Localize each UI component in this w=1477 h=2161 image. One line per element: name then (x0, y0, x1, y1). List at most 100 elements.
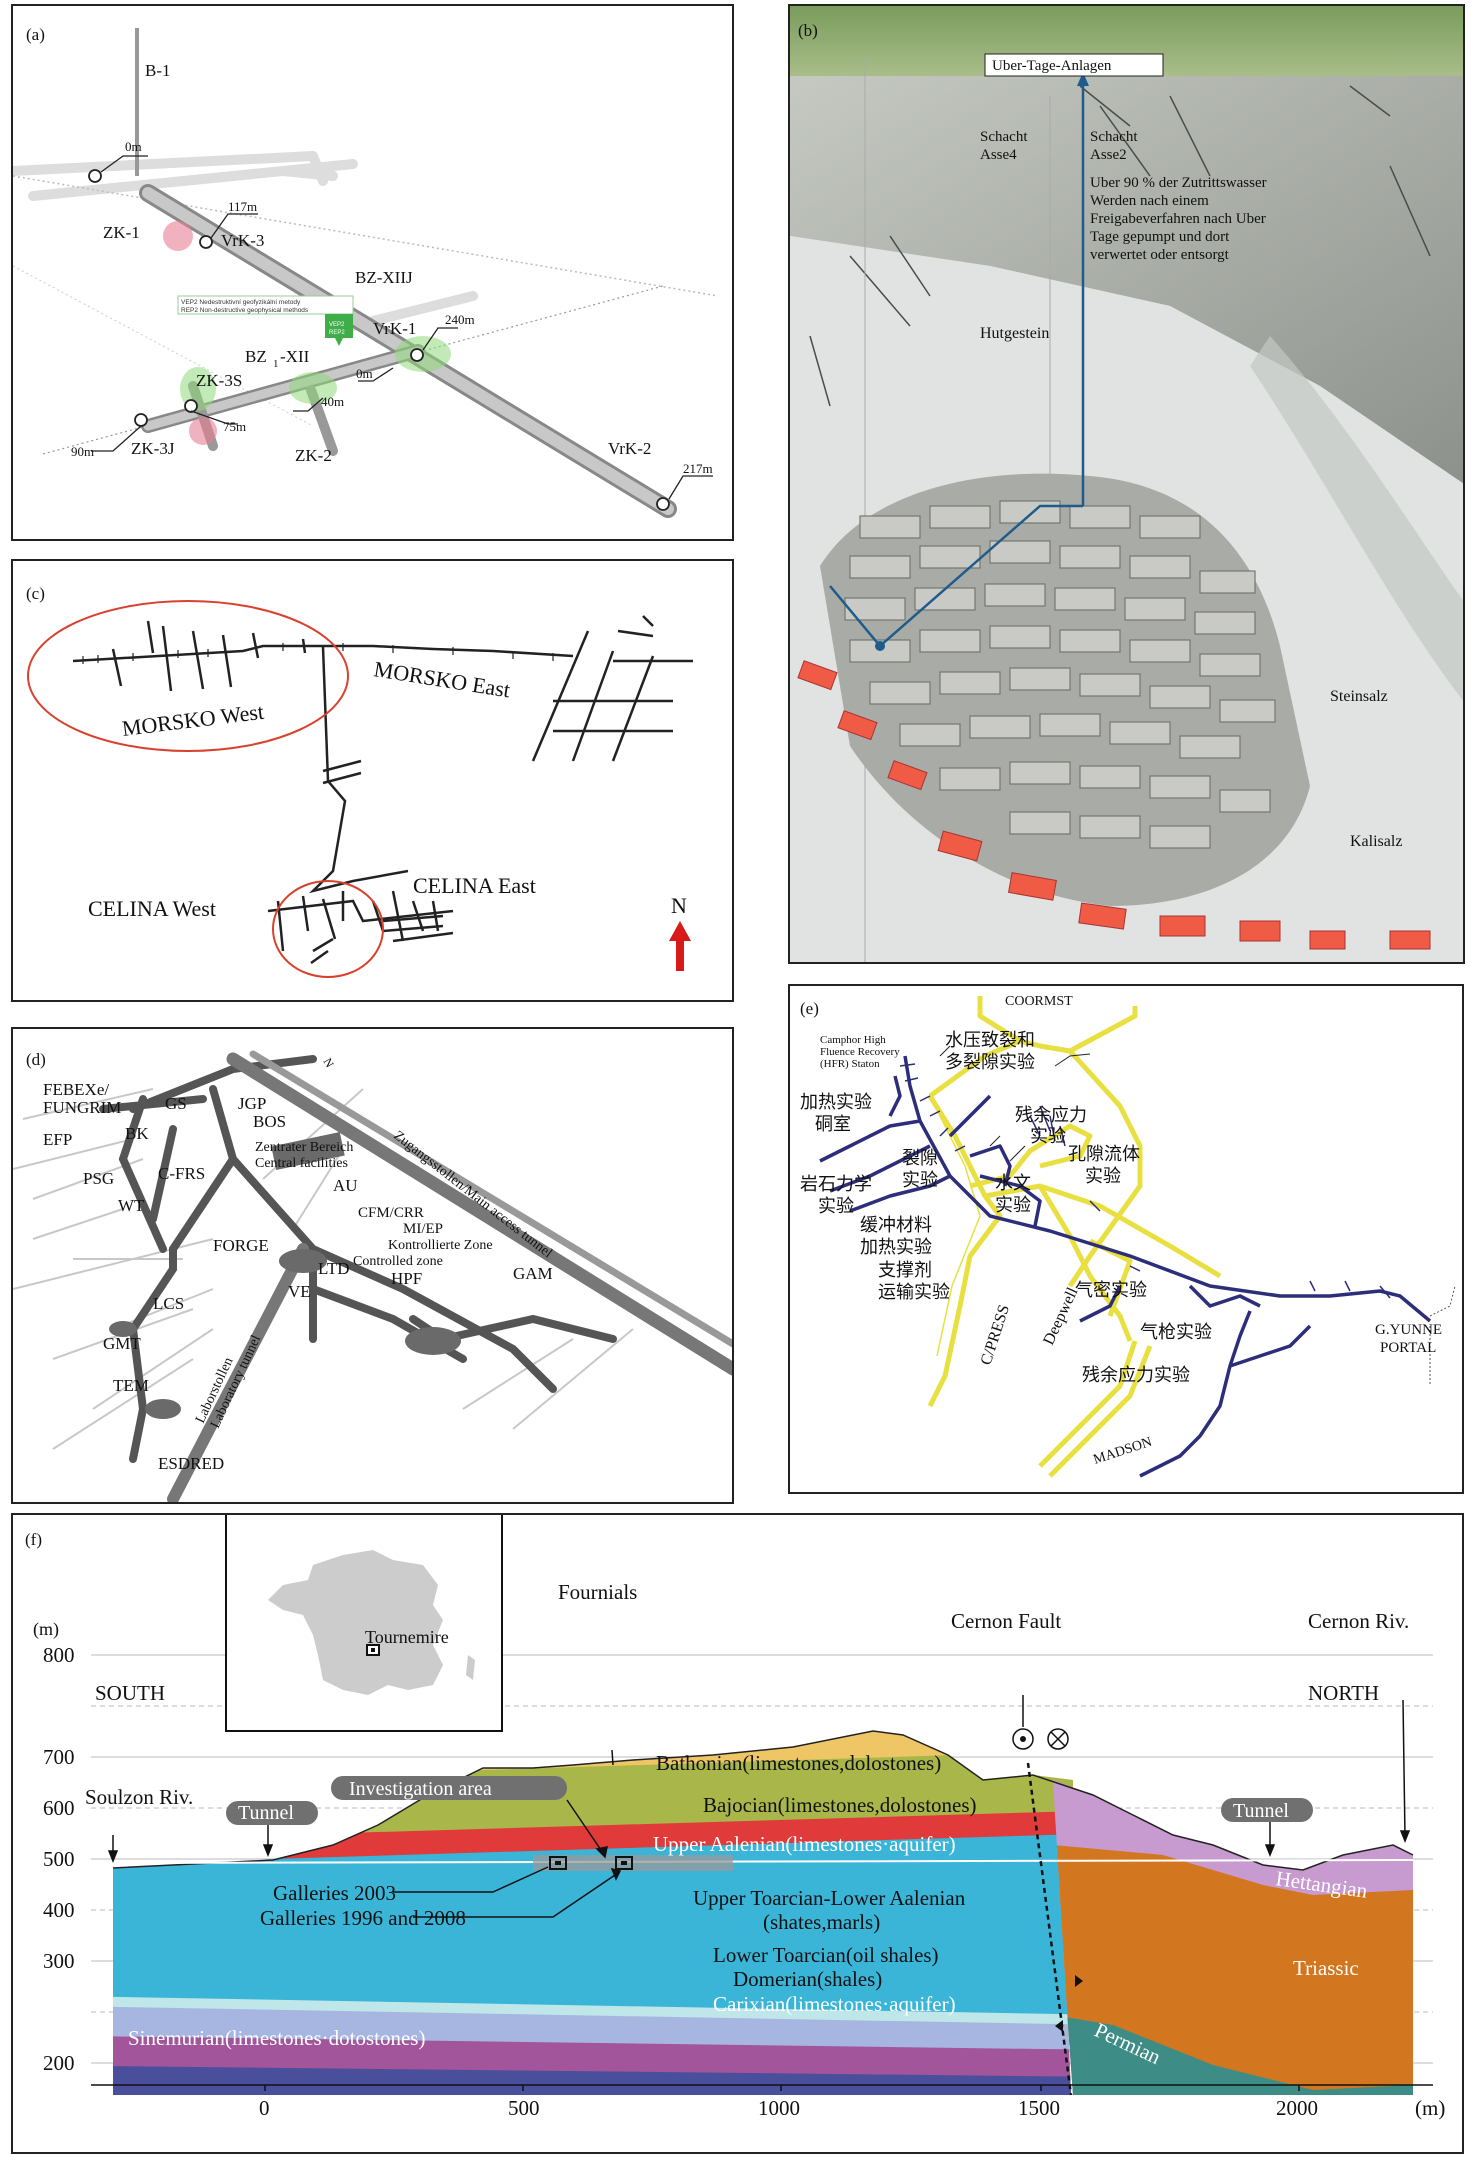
y-tick-500: 500 (43, 1847, 75, 1871)
label-zk2: ZK-2 (295, 446, 332, 465)
arrow-up-icon (1077, 72, 1089, 86)
label-lower-toarcian: Lower Toarcian(oil shales) (713, 1943, 939, 1967)
label-217m: 217m (683, 461, 713, 476)
label-hfr-2: Fluence Recovery (820, 1046, 900, 1058)
label-pore-2: 实验 (1085, 1166, 1121, 1186)
mine-tunnels (72, 615, 693, 965)
label-gmt: GMT (103, 1334, 141, 1353)
panel-d: (d) FEBEXe/ FUNGRIM GS JGP BOS EFP BK PS… (11, 1027, 734, 1504)
panel-b-letter: (b) (798, 21, 818, 40)
label-steinsalz: Steinsalz (1330, 688, 1388, 705)
tunnel-pill-left (226, 1801, 318, 1825)
tunnel-line (112, 1859, 1414, 1864)
blue-tunnels (819, 1055, 1432, 1478)
label-water-1: 水文 (995, 1173, 1031, 1193)
label-jgp: JGP (238, 1094, 266, 1113)
label-hfr-3: (HFR) Staton (820, 1058, 880, 1070)
label-north: NORTH (1308, 1681, 1379, 1705)
label-bz1: BZ (245, 347, 267, 366)
panel-e-letter: (e) (800, 999, 819, 1018)
label-hydro-2: 多裂隙实验 (945, 1052, 1035, 1072)
y-unit: (m) (33, 1619, 59, 1640)
label-morsko-west: MORSKO West (121, 699, 266, 741)
label-gs: GS (165, 1094, 187, 1113)
label-zk3j: ZK-3J (131, 439, 175, 458)
label-vrk3: VrK-3 (221, 231, 264, 250)
label-efp: EFP (43, 1130, 72, 1149)
label-buffer-2: 加热实验 (860, 1237, 932, 1257)
x-unit: (m) (1415, 2096, 1445, 2120)
boreholes (13, 1088, 634, 1450)
panel-e: (e) COORMST Camphor High Fluence Recover… (788, 984, 1464, 1494)
label-investigation: Investigation area (349, 1778, 492, 1800)
investigation-pill (331, 1776, 567, 1800)
label-zentral2: Central facilities (255, 1156, 348, 1171)
label-north-d: N (320, 1056, 337, 1071)
label-cpress: C/PRESS (978, 1303, 1013, 1367)
label-ve: VE (288, 1282, 311, 1301)
label-tem: TEM (113, 1376, 149, 1395)
label-gam: GAM (513, 1264, 553, 1283)
x-tick-0: 0 (259, 2096, 270, 2120)
label-frac-2: 实验 (902, 1170, 938, 1190)
label-heat-2: 硐室 (815, 1114, 851, 1134)
label-bk: BK (125, 1124, 149, 1143)
vep2-subtitle: REP2 Non-destructive geophysical methods (181, 307, 309, 314)
label-zk3s: ZK-3S (196, 371, 242, 390)
label-morsko-east: MORSKO East (372, 656, 512, 702)
label-bz1-b: -XII (280, 347, 310, 366)
celina-west-circle (272, 880, 384, 978)
caverns (109, 1131, 461, 1419)
label-celina-east: CELINA East (413, 873, 536, 898)
east-strata (1053, 1780, 1413, 2095)
surface-box (984, 53, 1164, 77)
main-access-tunnel (167, 1050, 732, 1502)
label-fungrim: FUNGRIM (43, 1098, 121, 1117)
vep2-box-2: REP2 (329, 330, 345, 336)
y-tick-200: 200 (43, 2051, 75, 2075)
label-cernon-riv: Cernon Riv. (1308, 1609, 1409, 1633)
label-domerian: Domerian(shales) (733, 1967, 882, 1991)
cernon-fault-line (1026, 1762, 1073, 2096)
label-water-2: 实验 (995, 1195, 1031, 1215)
label-0m: 0m (125, 139, 142, 154)
x-tick-1500: 1500 (1018, 2096, 1060, 2120)
label-febex: FEBEXe/ (43, 1080, 109, 1099)
panel-f-drawing: (f) Tournemire (m) 800 700 600 500 400 3… (25, 1515, 1445, 2120)
vep2-box-1: VEP2 (329, 322, 345, 328)
label-lcs: LCS (153, 1294, 184, 1313)
hutgestein-layer (790, 76, 1463, 484)
layer-permian (1053, 2015, 1413, 2095)
label-vrk1: VrK-1 (373, 319, 416, 338)
label-schacht2: Schacht Asse2 (1090, 129, 1138, 163)
tunnel-pill-right (1221, 1798, 1313, 1822)
panel-c-letter: (c) (26, 584, 45, 603)
label-bathonian: Bathonian(limestones,dolostones) (656, 1751, 941, 1775)
label-schacht4: Schacht Asse4 (980, 129, 1028, 163)
label-note: Uber 90 % der Zutrittswasser Werden nach… (1090, 175, 1267, 263)
vep2-sign (177, 295, 354, 315)
label-buffer-1: 缓冲材料 (860, 1215, 932, 1235)
label-zentral1: Zentrater Bereich (255, 1140, 353, 1155)
panel-c: (c) MORSKO West MORSKO East CELINA West … (11, 559, 734, 1002)
x-tick-500: 500 (508, 2096, 540, 2120)
label-40m: 40m (321, 394, 344, 409)
label-gasgun: 气枪实验 (1140, 1322, 1212, 1342)
label-tunnel-right: Tunnel (1233, 1800, 1289, 1822)
label-cfm: CFM/CRR (358, 1205, 424, 1221)
yellow-tunnels (927, 996, 1222, 1478)
label-miep: MI/EP (403, 1221, 443, 1237)
label-tunnel-left: Tunnel (238, 1802, 294, 1824)
label-celina-west: CELINA West (88, 896, 216, 921)
layer-sinemurian (113, 2065, 1073, 2095)
label-75m: 75m (223, 419, 246, 434)
panel-f-letter: (f) (25, 1530, 42, 1549)
panel-a: VEP2 Nedestruktivní geofyzikální metody … (11, 4, 734, 541)
label-frac-1: 裂隙 (902, 1148, 938, 1168)
label-gastight: 气密实验 (1075, 1280, 1147, 1300)
label-resid-3: 残余应力实验 (1082, 1365, 1190, 1385)
label-90m: 90m (71, 444, 94, 459)
label-fournials: Fournials (558, 1580, 637, 1604)
label-triassic: Triassic (1293, 1956, 1359, 1980)
